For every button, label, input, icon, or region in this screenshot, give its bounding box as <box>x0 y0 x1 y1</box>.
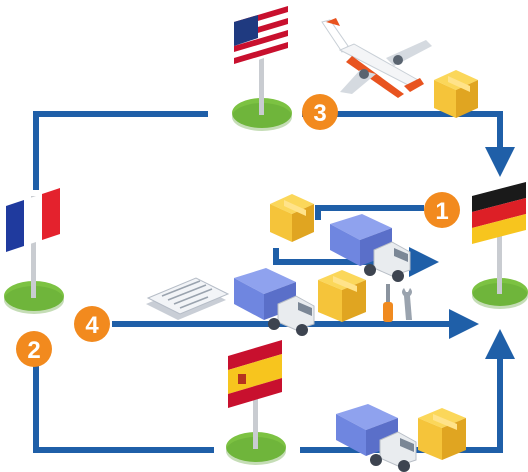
step-badge-1: 1 <box>424 192 460 228</box>
france-flag-location <box>4 188 64 314</box>
step-badge-2: 2 <box>16 331 52 367</box>
delivery-truck-icon <box>336 404 417 472</box>
usa-flag-icon <box>234 6 288 68</box>
delivery-truck-icon <box>330 214 411 282</box>
route-1-line <box>315 205 424 220</box>
step-badge-1-label: 1 <box>435 198 448 225</box>
france-flag-icon <box>6 188 60 252</box>
germany-flag-icon <box>472 182 526 244</box>
wrench-screwdriver-icon <box>383 284 412 322</box>
cardboard-box-icon <box>270 194 314 242</box>
spain-flag-icon <box>228 340 282 408</box>
cardboard-box-icon <box>418 408 466 460</box>
usa-flag-location <box>232 6 292 131</box>
customs-document-icon <box>146 277 230 320</box>
step-badge-4-label: 4 <box>85 312 99 339</box>
cardboard-box-icon <box>318 270 366 322</box>
route-2-line <box>33 366 214 453</box>
spain-flag-location <box>226 340 286 465</box>
flag-pole <box>31 196 36 298</box>
route-3-line <box>33 111 208 190</box>
route-3-line-right <box>302 111 515 177</box>
step-badge-3: 3 <box>302 94 338 130</box>
step-badge-4: 4 <box>74 306 110 342</box>
step-badge-2-label: 2 <box>27 337 40 364</box>
germany-flag-location <box>472 182 528 309</box>
flag-pole <box>259 20 264 115</box>
delivery-truck-icon <box>234 268 315 336</box>
flag-pole <box>497 195 502 294</box>
airplane-icon <box>321 18 432 98</box>
step-badge-3-label: 3 <box>313 100 326 127</box>
cardboard-box-icon <box>434 70 478 118</box>
